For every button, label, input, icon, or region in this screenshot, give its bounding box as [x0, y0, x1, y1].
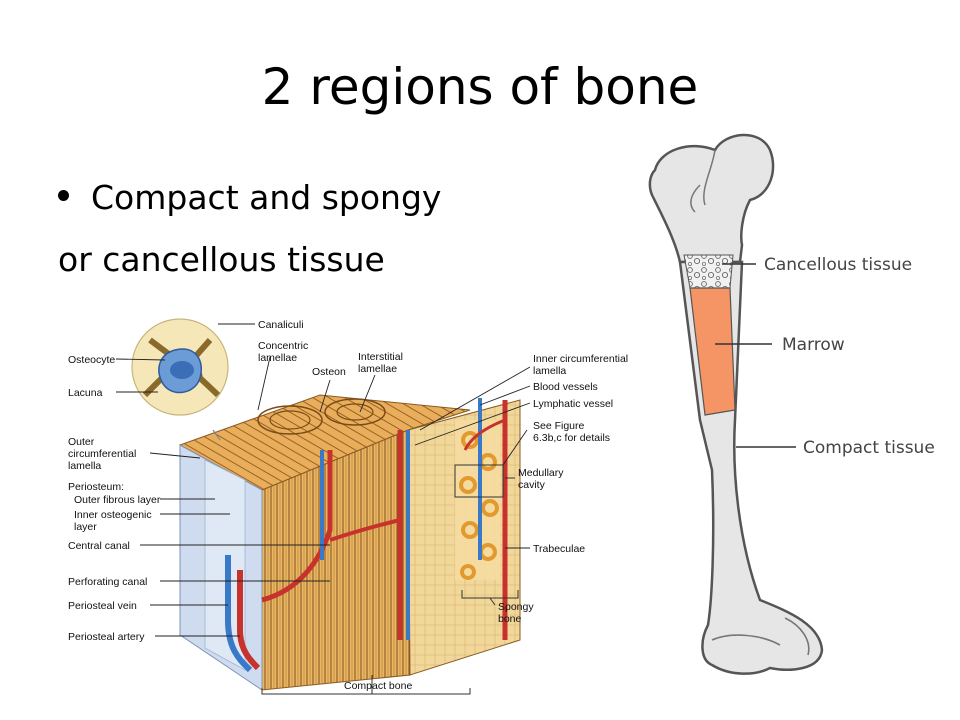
label-spongy-2: bone: [498, 613, 522, 625]
label-concentric-1: Concentric: [258, 340, 308, 352]
label-compact-bone: Compact bone: [344, 680, 412, 692]
slide-title: 2 regions of bone: [261, 58, 699, 116]
label-osteocyte: Osteocyte: [68, 354, 115, 366]
label-lacuna: Lacuna: [68, 387, 103, 399]
femur-cancellous-region: [683, 254, 734, 289]
label-outer-circ-2: circumferential: [68, 448, 136, 460]
label-central-canal: Central canal: [68, 540, 130, 552]
label-perforating-canal: Perforating canal: [68, 576, 147, 588]
label-see-figure-2: 6.3b,c for details: [533, 432, 610, 444]
bullet-continuation: or cancellous tissue: [58, 240, 385, 279]
label-lymphatic-vessel: Lymphatic vessel: [533, 398, 613, 410]
label-inner-circ-1: Inner circumferential: [533, 353, 628, 365]
block-labels: Canaliculi Osteocyte Concentric lamellae…: [68, 319, 628, 692]
label-inner-circ-2: lamella: [533, 365, 566, 377]
trabeculae-region: [455, 420, 500, 580]
label-osteon: Osteon: [312, 366, 346, 378]
label-periosteum: Periosteum:: [68, 481, 124, 493]
label-cancellous-tissue: Cancellous tissue: [764, 255, 912, 275]
label-medullary-1: Medullary: [518, 467, 564, 479]
label-canaliculi: Canaliculi: [258, 319, 304, 331]
label-interstitial-1: Interstitial: [358, 351, 403, 363]
bullet-item: Compact and spongy: [58, 178, 441, 217]
block-leader-lines: [115, 323, 531, 637]
bone-block-illustration: [178, 394, 521, 695]
periosteal-artery: [237, 570, 261, 671]
label-periosteal-vein: Periosteal vein: [68, 600, 137, 612]
bullet-text: Compact and spongy: [91, 178, 442, 217]
label-marrow: Marrow: [782, 335, 845, 355]
label-periosteal-artery: Periosteal artery: [68, 631, 145, 643]
label-medullary-2: cavity: [518, 479, 546, 491]
label-outer-circ-1: Outer: [68, 436, 95, 448]
label-outer-circ-3: lamella: [68, 460, 101, 472]
label-inner-osteogenic-1: Inner osteogenic: [74, 509, 152, 521]
label-interstitial-2: lamellae: [358, 363, 397, 375]
label-spongy-1: Spongy: [498, 601, 534, 613]
femur-illustration: Cancellous tissue Marrow Compact tissue: [648, 133, 935, 675]
label-see-figure-1: See Figure: [533, 420, 585, 432]
label-inner-osteogenic-2: layer: [74, 521, 97, 533]
femur-marrow-region: [689, 287, 736, 416]
label-compact-tissue: Compact tissue: [803, 438, 935, 458]
label-concentric-2: lamellae: [258, 352, 297, 364]
periosteal-vein: [225, 555, 253, 673]
label-trabeculae: Trabeculae: [533, 543, 585, 555]
label-outer-fibrous: Outer fibrous layer: [74, 494, 161, 506]
osteocyte-inset: [131, 318, 229, 441]
label-blood-vessels: Blood vessels: [533, 381, 598, 393]
femur-head: [648, 133, 775, 264]
bullet-dot-icon: [58, 190, 69, 201]
